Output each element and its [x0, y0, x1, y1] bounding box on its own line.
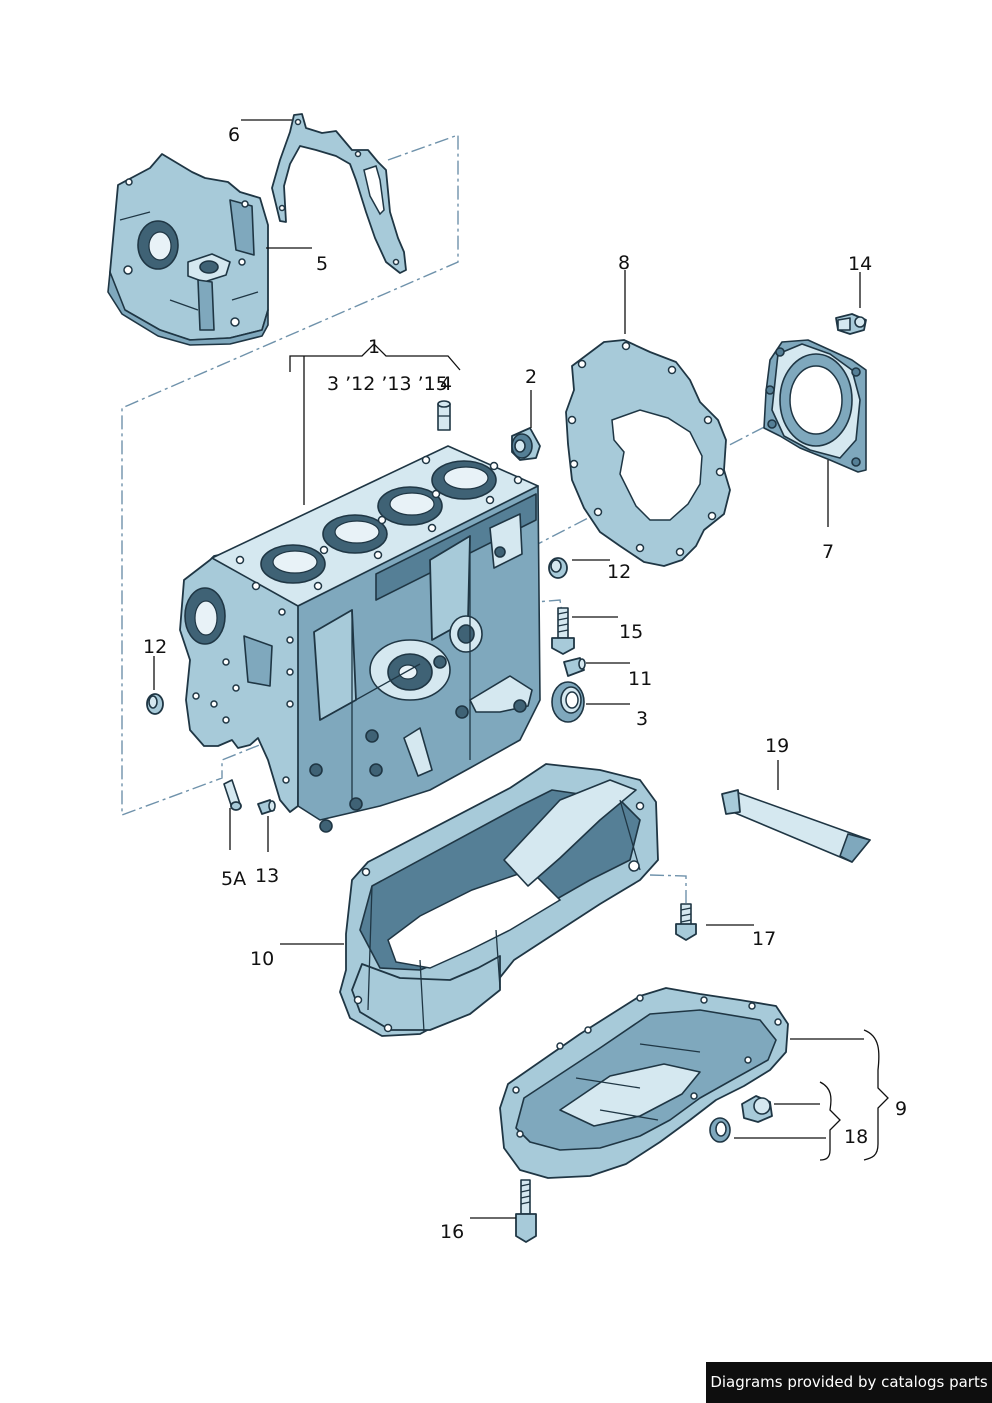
pan-flange-holes	[512, 994, 782, 1138]
callout-labels: 6 5 1 3 ’12 ’13 ’15 4 2 8 14 7 12 15 11 …	[143, 124, 907, 1243]
part-4-dowel-pin	[437, 400, 451, 431]
label-17: 17	[752, 928, 776, 950]
part-12-plug-right	[548, 557, 568, 579]
label-8: 8	[618, 252, 630, 274]
sealant-tube	[721, 789, 871, 863]
label-16: 16	[440, 1221, 464, 1243]
attribution-badge: Diagrams provided by catalogs parts	[706, 1362, 992, 1403]
part-3-oil-seal	[551, 681, 585, 723]
upper-oil-pan	[339, 763, 659, 1037]
cylinder-block	[179, 445, 541, 833]
label-1-subparts: 3 ’12 ’13 ’15	[327, 373, 448, 395]
label-5a: 5A	[221, 868, 246, 890]
lower-oil-pan	[499, 987, 789, 1179]
label-15: 15	[619, 621, 643, 643]
label-7: 7	[822, 541, 834, 563]
part-2-plug	[511, 427, 541, 461]
label-6: 6	[228, 124, 240, 146]
part-13-sleeve	[257, 799, 276, 815]
part-17-bolt	[675, 903, 697, 941]
label-13: 13	[255, 865, 279, 887]
part-16-bolt	[515, 1179, 537, 1243]
deck-bolt-holes	[235, 455, 523, 591]
leader-lines	[153, 119, 889, 1219]
front-face-bolt-holes	[309, 546, 527, 833]
part-5a-dowel	[223, 779, 242, 811]
part-15-bolt	[551, 607, 575, 655]
label-4: 4	[440, 373, 452, 395]
part-14-bolt	[835, 313, 867, 335]
rear-seal-flange	[763, 339, 867, 473]
label-12-left: 12	[143, 636, 167, 658]
label-3: 3	[636, 708, 648, 730]
label-11: 11	[628, 668, 652, 690]
part-11-sleeve	[563, 657, 586, 677]
label-10: 10	[250, 948, 274, 970]
timing-cover-gasket	[271, 113, 407, 274]
label-18: 18	[844, 1126, 868, 1148]
label-5: 5	[316, 253, 328, 275]
label-9: 9	[895, 1098, 907, 1120]
intermediate-plate	[565, 339, 731, 567]
plate-bolt-holes	[567, 341, 725, 557]
label-1: 1	[368, 336, 380, 358]
drain-plug	[741, 1095, 773, 1123]
label-19: 19	[765, 735, 789, 757]
timing-case-cover	[107, 153, 269, 346]
side-face-holes	[192, 608, 294, 784]
drain-plug-washer	[709, 1117, 731, 1143]
label-2: 2	[525, 366, 537, 388]
label-14: 14	[848, 253, 872, 275]
part-12-plug-left	[146, 693, 164, 715]
label-12-right: 12	[607, 561, 631, 583]
